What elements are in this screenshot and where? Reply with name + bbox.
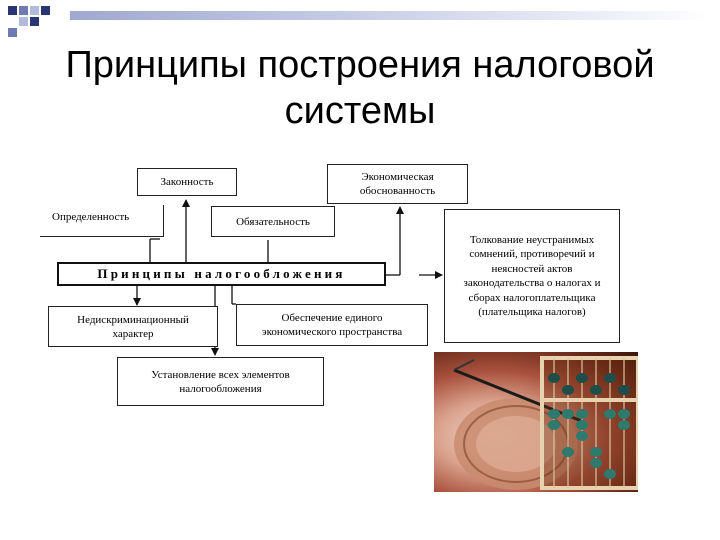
box-economic-basis-label: Экономическая обоснованность xyxy=(359,171,436,197)
box-legality: Законность xyxy=(137,168,237,196)
box-certainty-label: Определенность xyxy=(52,211,130,223)
slide-title: Принципы построения налоговой системы xyxy=(0,42,720,134)
box-economic-basis: Экономическая обоснованность xyxy=(327,164,468,204)
slide-title-line2: системы xyxy=(284,90,436,132)
box-certainty: Определенность xyxy=(40,205,164,237)
box-non-discrimination: Недискриминационный характер xyxy=(48,306,218,347)
slide-title-line1: Принципы построения налоговой xyxy=(65,44,655,86)
center-principles: Принципы налогообложения xyxy=(57,262,386,286)
box-all-elements-label: Установление всех элементов налогообложе… xyxy=(151,368,290,395)
box-interpretation: Толкование неустранимых сомнений, против… xyxy=(444,209,620,343)
box-single-space: Обеспечение единого экономического прост… xyxy=(236,304,428,346)
abacus-photo xyxy=(434,352,638,492)
box-single-space-label: Обеспечение единого экономического прост… xyxy=(261,312,403,338)
box-non-discrimination-label: Недискриминационный характер xyxy=(77,313,189,340)
box-interpretation-label: Толкование неустранимых сомнений, против… xyxy=(463,233,601,319)
corner-decoration xyxy=(8,6,68,46)
top-gradient-bar xyxy=(70,11,710,20)
box-obligation: Обязательность xyxy=(211,206,335,237)
box-all-elements: Установление всех элементов налогообложе… xyxy=(117,357,324,406)
box-obligation-label: Обязательность xyxy=(236,215,310,228)
box-legality-label: Законность xyxy=(160,176,214,188)
center-principles-label: Принципы налогообложения xyxy=(97,266,346,281)
